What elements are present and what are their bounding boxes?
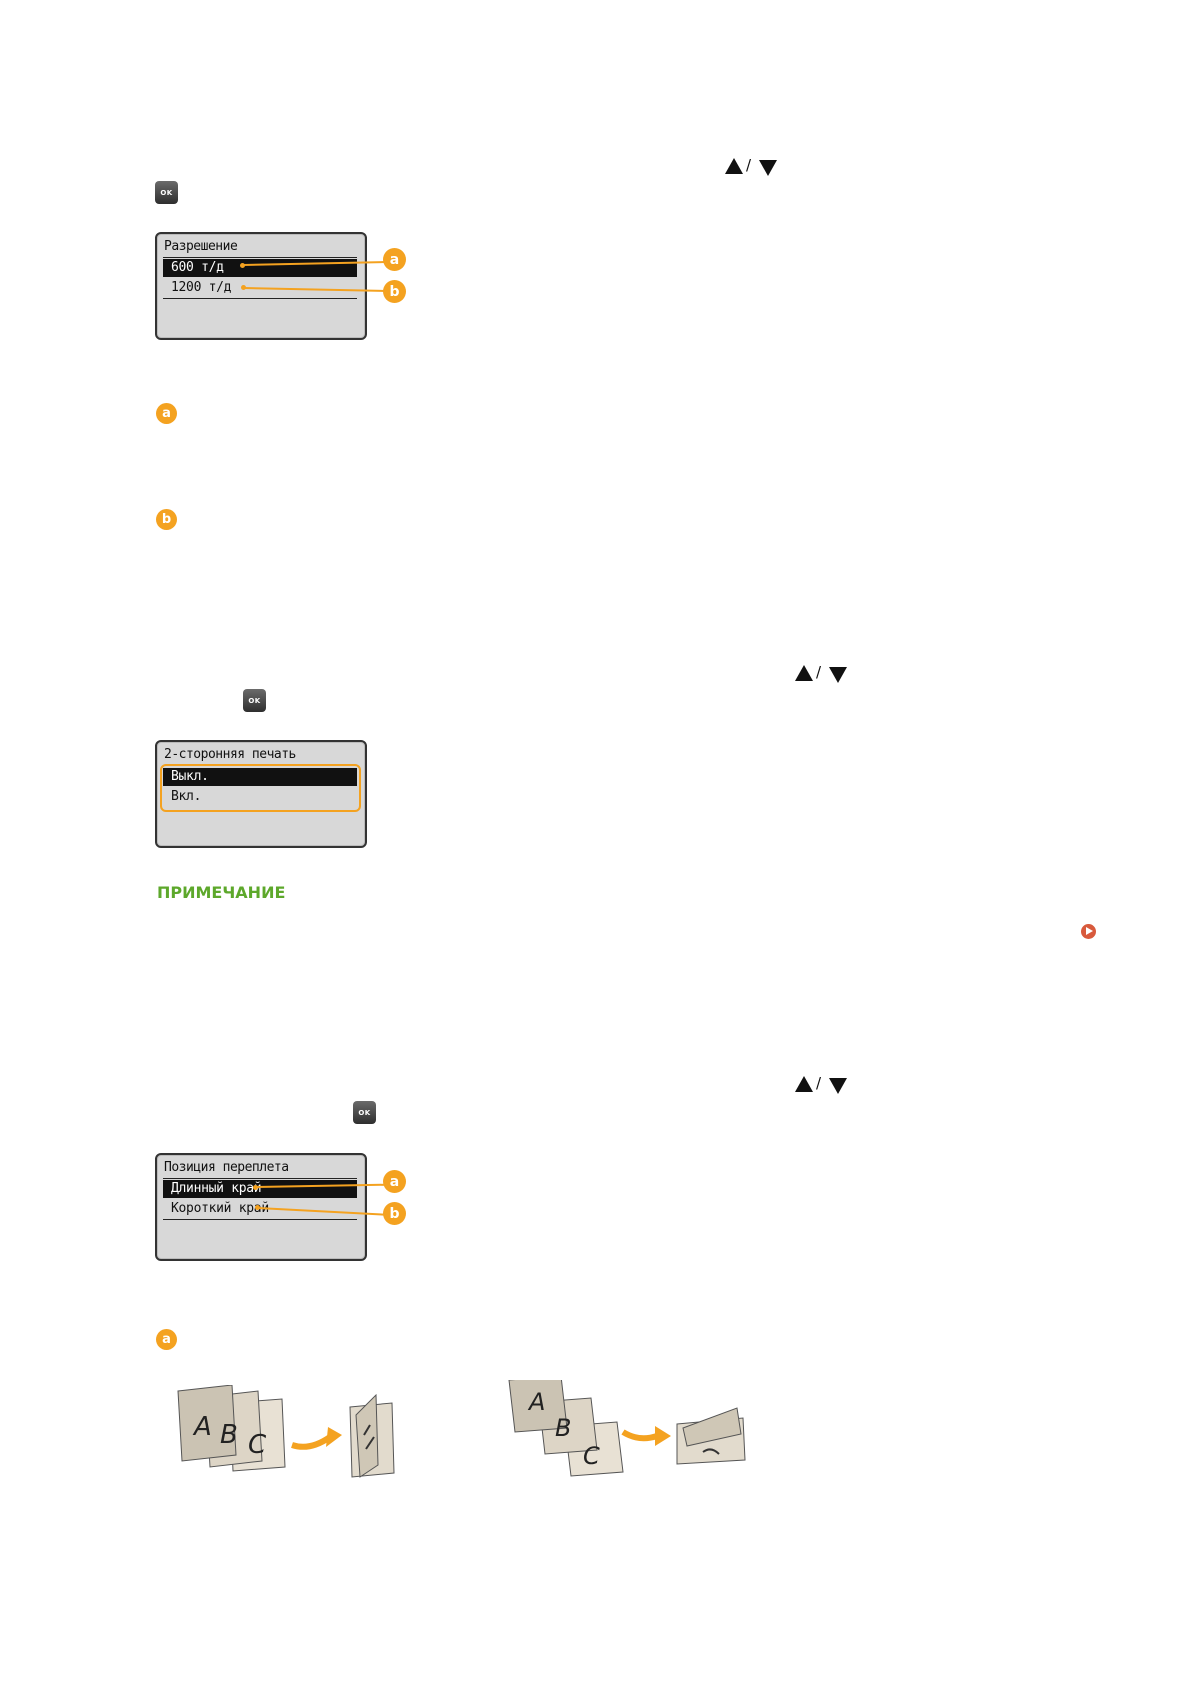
page-letter: A	[527, 1388, 545, 1416]
ok-key-icon: OK	[353, 1101, 376, 1124]
lcd-divider	[163, 1219, 357, 1220]
callout-a: a	[383, 248, 406, 271]
long-edge-binding-illustration: A B C	[170, 1385, 410, 1495]
arrowhead	[326, 1427, 342, 1447]
slash: /	[816, 1074, 821, 1092]
slash: /	[746, 156, 751, 174]
description-marker-a: a	[156, 1329, 177, 1350]
ok-key-icon: OK	[243, 689, 266, 712]
bound-booklet	[350, 1395, 394, 1477]
page-letter: B	[220, 1420, 238, 1450]
arrow-up-icon	[795, 665, 813, 681]
lcd-divider	[163, 257, 357, 258]
lcd-divider	[163, 298, 357, 299]
arrow-icon	[623, 1432, 657, 1438]
description-marker-b: b	[156, 509, 177, 530]
lcd-duplex-screen: 2-сторонняя печать Выкл. Вкл.	[155, 740, 367, 848]
lcd-title: Разрешение	[164, 239, 237, 254]
lcd-option-long-edge[interactable]: Длинный край	[163, 1180, 357, 1198]
page-stack: A B C	[509, 1380, 623, 1476]
arrow-down-icon	[829, 1078, 847, 1094]
short-edge-binding-illustration: A B C	[505, 1380, 765, 1490]
arrow-down-icon	[829, 667, 847, 683]
callout-b: b	[383, 1202, 406, 1225]
arrow-icon	[292, 1437, 330, 1447]
page-letter: A	[192, 1412, 212, 1442]
page-stack: A B C	[178, 1385, 285, 1471]
lcd-resolution-screen: Разрешение 600 т/д 1200 т/д	[155, 232, 367, 340]
link-arrow-icon[interactable]	[1081, 924, 1096, 939]
page-letter: C	[248, 1430, 267, 1460]
ok-key-icon: OK	[155, 181, 178, 204]
lcd-title: Позиция переплета	[164, 1160, 289, 1175]
arrow-up-icon	[725, 158, 743, 174]
arrowhead	[655, 1426, 671, 1446]
page-letter: C	[583, 1442, 600, 1470]
arrow-down-icon	[759, 160, 777, 176]
description-marker-a: a	[156, 403, 177, 424]
callout-a: a	[383, 1170, 406, 1193]
note-heading: ПРИМЕЧАНИЕ	[157, 883, 285, 902]
slash: /	[816, 663, 821, 681]
arrow-up-icon	[795, 1076, 813, 1092]
options-highlight-frame	[160, 764, 361, 812]
lcd-title: 2-сторонняя печать	[164, 747, 296, 762]
bound-booklet	[677, 1408, 745, 1464]
lcd-divider	[163, 1178, 357, 1179]
callout-b: b	[383, 280, 406, 303]
page-letter: B	[555, 1414, 571, 1442]
